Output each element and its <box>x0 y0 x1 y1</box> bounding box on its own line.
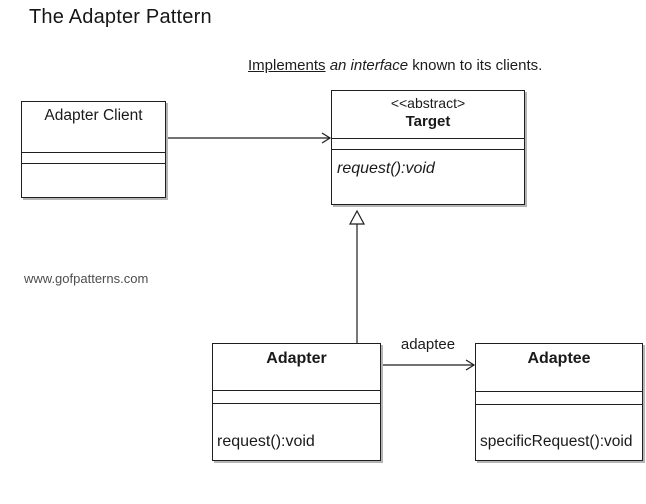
attributes-compartment <box>476 391 642 404</box>
attributes-compartment <box>332 138 524 149</box>
class-name: Adapter <box>266 350 327 367</box>
operations-compartment: specificRequest():void <box>476 404 642 460</box>
caption-plain-text: known to its clients. <box>408 57 543 74</box>
operations-compartment: request():void <box>213 403 380 460</box>
generalization-arrow-adapter-to-target <box>348 209 366 343</box>
watermark-url: www.gofpatterns.com <box>24 271 149 286</box>
class-name-compartment: Adaptee <box>476 344 642 391</box>
page-title: The Adapter Pattern <box>29 6 212 28</box>
operations-compartment <box>22 163 165 197</box>
operation-signature: request():void <box>217 433 315 450</box>
hollow-triangle-arrowhead-icon <box>348 209 366 225</box>
class-box-adaptee: Adaptee specificRequest():void <box>475 343 643 461</box>
class-name: Adapter Client <box>44 107 143 124</box>
operation-signature: request():void <box>337 160 435 177</box>
class-name: Adaptee <box>527 350 591 367</box>
class-box-target: <<abstract> Target request():void <box>331 90 525 205</box>
class-box-adapter-client: Adapter Client <box>21 101 166 198</box>
open-arrowhead-icon <box>321 132 332 144</box>
class-name-compartment: Adapter Client <box>22 102 165 152</box>
class-box-adapter: Adapter request():void <box>212 343 381 461</box>
class-name: Target <box>405 113 451 130</box>
association-arrow-client-to-target <box>166 132 332 144</box>
diagram-caption: Implements an interface known to its cli… <box>248 57 542 74</box>
association-role-label: adaptee <box>400 336 456 353</box>
class-name-compartment: Adapter <box>213 344 380 390</box>
association-arrow-adapter-to-adaptee <box>381 359 476 371</box>
open-arrowhead-icon <box>465 359 476 371</box>
caption-italic-text: an interface <box>325 57 409 74</box>
attributes-compartment <box>22 152 165 163</box>
class-name-compartment: <<abstract> Target <box>332 91 524 138</box>
operations-compartment: request():void <box>332 149 524 204</box>
attributes-compartment <box>213 390 380 403</box>
caption-underlined-text: Implements <box>248 57 326 74</box>
operation-signature: specificRequest():void <box>480 433 633 450</box>
class-stereotype: <<abstract> <box>390 95 466 111</box>
